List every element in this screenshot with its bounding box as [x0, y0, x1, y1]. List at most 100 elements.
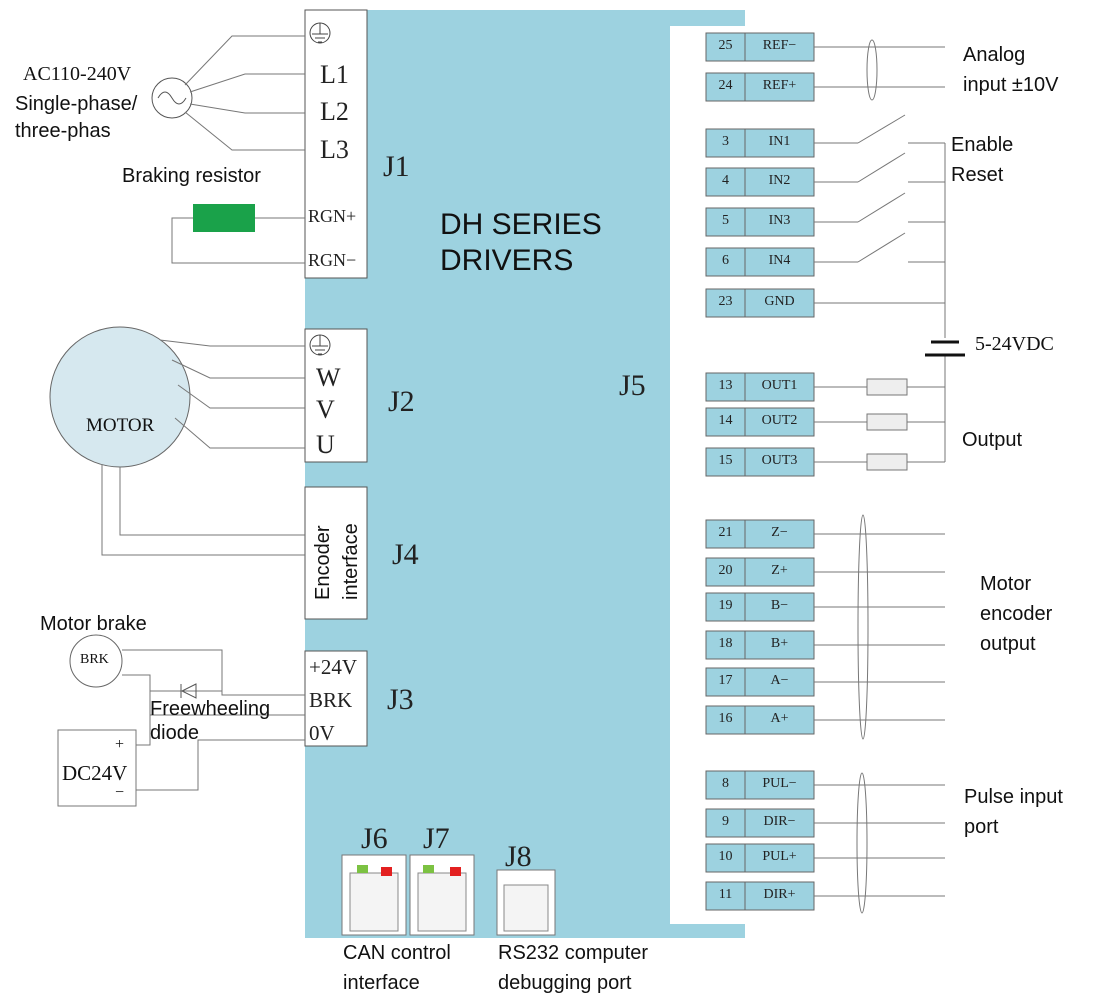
pin-name: OUT2 — [761, 413, 798, 428]
pin-name: OUT1 — [761, 378, 798, 393]
diode-icon — [180, 683, 197, 699]
pin-box — [705, 592, 815, 622]
dc24v-label: DC24V — [62, 761, 128, 785]
pin-name: GND — [764, 294, 795, 309]
pin-number: 19 — [718, 598, 733, 613]
connector-j4: J4 — [392, 538, 419, 571]
pin-box — [705, 407, 815, 437]
analog-line: Analog — [963, 44, 1026, 66]
pin-box — [705, 167, 815, 197]
terminal-brk: BRK — [309, 688, 353, 712]
reset-label: Reset — [951, 164, 1004, 186]
power-label: Single-phase/ — [15, 93, 138, 115]
j2-block — [304, 328, 368, 463]
terminal-v: V — [316, 395, 335, 424]
terminal-w: W — [316, 363, 341, 392]
pin-name: IN2 — [768, 173, 791, 188]
pin-box — [705, 447, 815, 477]
pin-name: B+ — [770, 636, 789, 651]
rs232-label: RS232 computer debugging port — [498, 938, 648, 998]
motor-label: MOTOR — [86, 415, 155, 436]
encoder-output-line: encoder — [980, 603, 1053, 625]
output-load-icons — [866, 378, 908, 471]
pin-number: 14 — [718, 413, 733, 428]
pin-name: IN3 — [768, 213, 791, 228]
pulse-input-label: Pulse input port — [964, 782, 1063, 842]
power-label: three-phas — [15, 120, 111, 142]
terminal-u: U — [316, 430, 335, 459]
terminal-0v: 0V — [309, 721, 335, 745]
terminal-l1: L1 — [320, 60, 349, 89]
encoder-output-line: output — [980, 633, 1036, 655]
pin-number: 9 — [722, 814, 729, 829]
pin-box — [705, 557, 815, 587]
encoder-label-line: Encoder — [312, 525, 334, 601]
pin-name: A− — [770, 673, 789, 688]
pin-name: REF+ — [762, 78, 797, 93]
enable-label: Enable — [951, 134, 1014, 156]
pin-box — [705, 247, 815, 277]
twisted-pair-icons — [856, 39, 878, 914]
brake-icon — [69, 634, 123, 688]
motor-icon — [49, 326, 191, 468]
pin-box — [705, 207, 815, 237]
pin-number: 16 — [718, 711, 733, 726]
pin-number: 21 — [718, 525, 733, 540]
j4-block — [304, 486, 368, 620]
pin-number: 11 — [718, 887, 733, 902]
pin-box — [705, 32, 815, 62]
j1-block — [304, 9, 368, 279]
terminal-l2: L2 — [320, 97, 349, 126]
brk-label: BRK — [80, 652, 109, 667]
pin-name: Z− — [771, 525, 788, 540]
braking-resistor-icon — [193, 204, 255, 232]
pin-number: 6 — [722, 253, 729, 268]
pin-box — [705, 72, 815, 102]
pin-name: IN1 — [768, 134, 791, 149]
pin-number: 20 — [718, 563, 733, 578]
earth-icon — [309, 22, 331, 44]
pin-number: 18 — [718, 636, 733, 651]
analog-input-label: Analog input ±10V — [963, 40, 1059, 100]
encoder-interface-label: Encoder interface — [309, 523, 365, 600]
rs232-line: RS232 computer — [498, 942, 649, 964]
pin-number: 15 — [718, 453, 733, 468]
pin-number: 25 — [718, 38, 733, 53]
power-wires — [184, 35, 305, 151]
pin-number: 17 — [718, 673, 733, 688]
rj11-port-j8 — [496, 869, 556, 936]
terminal-rgn-plus: RGN+ — [308, 206, 357, 226]
pin-name: DIR+ — [763, 887, 796, 902]
earth-icon — [309, 334, 331, 356]
pin-box — [705, 288, 815, 318]
pulse-line: port — [964, 816, 999, 838]
pin-name: Z+ — [771, 563, 788, 578]
connector-j1: J1 — [383, 150, 410, 183]
pin-name: OUT3 — [761, 453, 798, 468]
pin-box — [705, 128, 815, 158]
pin-name: PUL− — [762, 776, 797, 791]
connector-j7: J7 — [423, 822, 450, 855]
braking-resistor-label: Braking resistor — [122, 165, 261, 187]
pin-box — [705, 519, 815, 549]
pin-box — [705, 630, 815, 660]
power-label: AC110-240V — [23, 63, 132, 85]
title-line: DRIVERS — [440, 244, 574, 277]
pin-box — [705, 705, 815, 735]
encoder-output-line: Motor — [980, 573, 1032, 595]
can-line: interface — [343, 972, 420, 994]
pin-name: B− — [770, 598, 789, 613]
encoder-output-label: Motor encoder output — [980, 569, 1052, 659]
connector-j8: J8 — [505, 840, 532, 873]
plus-sign: + — [115, 736, 125, 753]
pin-name: A+ — [770, 711, 789, 726]
pin-number: 8 — [722, 776, 729, 791]
battery-icon — [925, 340, 965, 357]
rs232-line: debugging port — [498, 972, 632, 994]
pin-number: 23 — [718, 294, 733, 309]
j3-block — [304, 650, 368, 747]
motor-brake-label: Motor brake — [40, 613, 147, 635]
pin-name: PUL+ — [762, 849, 797, 864]
